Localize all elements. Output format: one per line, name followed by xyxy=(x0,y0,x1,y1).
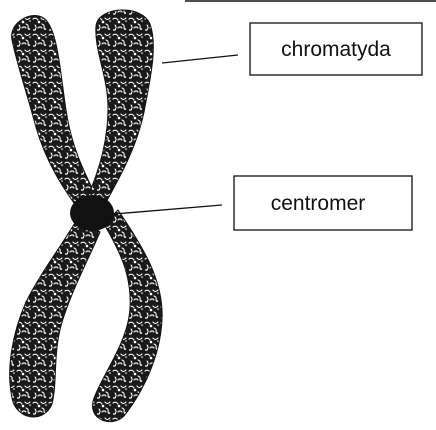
chromatid-label-box: chromatyda xyxy=(250,23,422,75)
chromatid-label: chromatyda xyxy=(281,38,391,61)
centromere-pointer-line xyxy=(114,205,222,214)
centromere-label: centromer xyxy=(271,192,366,215)
chromosome xyxy=(10,10,162,422)
chromatid-upper-right-arm xyxy=(88,10,153,206)
chromatid-lower-left-arm xyxy=(10,214,100,417)
centromere-label-box: centromer xyxy=(234,176,412,230)
chromatid-lower-right-arm xyxy=(92,210,162,422)
chromatid-upper-left-arm xyxy=(12,16,96,214)
centromere-region xyxy=(70,195,114,231)
chromatid-pointer-line xyxy=(162,55,238,63)
